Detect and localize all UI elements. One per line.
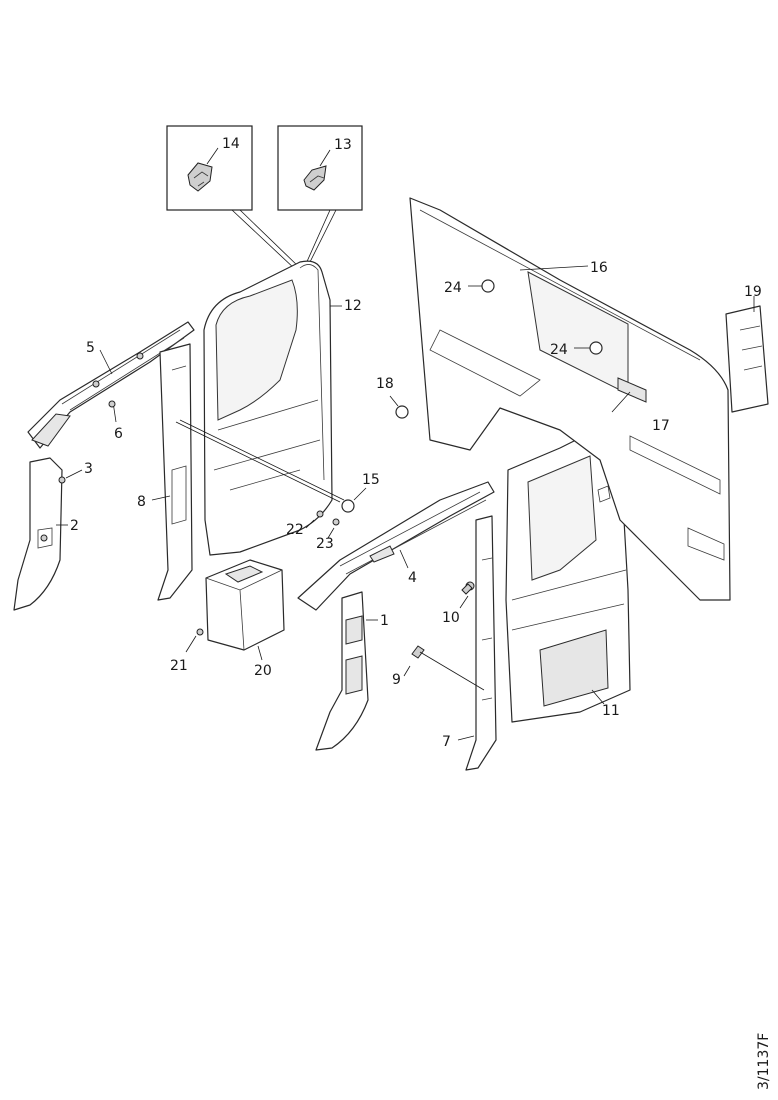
part-4-lower-rail [297, 481, 495, 611]
part-17-leader [611, 391, 631, 413]
callout-12: 12 [344, 298, 362, 314]
part-20-box [185, 559, 285, 661]
callout-15: 15 [362, 472, 380, 488]
callout-4: 4 [408, 570, 417, 586]
callout-1: 1 [380, 613, 389, 629]
part-2-pillar-trim [13, 457, 83, 611]
part-11-rear-door [505, 427, 631, 723]
part-1-pillar-trim [315, 591, 378, 751]
part-18-clip [389, 395, 409, 419]
callout-13: 13 [334, 137, 352, 153]
part-7-pillar-trim [403, 515, 497, 771]
part-24-clips [468, 279, 603, 355]
callout-9: 9 [392, 672, 401, 688]
inset-box-14 [166, 125, 253, 211]
part-15-rod [175, 419, 367, 539]
callout-10: 10 [442, 610, 460, 626]
inset-leaders [231, 209, 337, 271]
part-19-panel [725, 296, 769, 413]
callout-7: 7 [442, 734, 451, 750]
callout-18: 18 [376, 376, 394, 392]
callout-24-lower: 24 [550, 342, 568, 358]
callout-2: 2 [70, 518, 79, 534]
callout-19: 19 [744, 284, 762, 300]
inset-box-13 [277, 125, 363, 211]
part-12-door-panel [203, 260, 342, 556]
part-16-side-wall [409, 197, 731, 601]
reference-code: 3/1137F [756, 1033, 772, 1090]
callout-16: 16 [590, 260, 608, 276]
callout-labels: 14 13 12 5 6 3 2 8 15 22 23 21 20 1 4 10… [70, 136, 762, 750]
callout-24-upper: 24 [444, 280, 462, 296]
callout-17: 17 [652, 418, 670, 434]
callout-6: 6 [114, 426, 123, 442]
callout-3: 3 [84, 461, 93, 477]
callout-21: 21 [170, 658, 188, 674]
callout-8: 8 [137, 494, 146, 510]
part-8-pillar-trim [151, 343, 193, 601]
callout-5: 5 [86, 340, 95, 356]
callout-23: 23 [316, 536, 334, 552]
callout-22: 22 [286, 522, 304, 538]
part-5-upper-rail [27, 321, 195, 449]
callout-14: 14 [222, 136, 240, 152]
callout-20: 20 [254, 663, 272, 679]
callout-11: 11 [602, 703, 620, 719]
